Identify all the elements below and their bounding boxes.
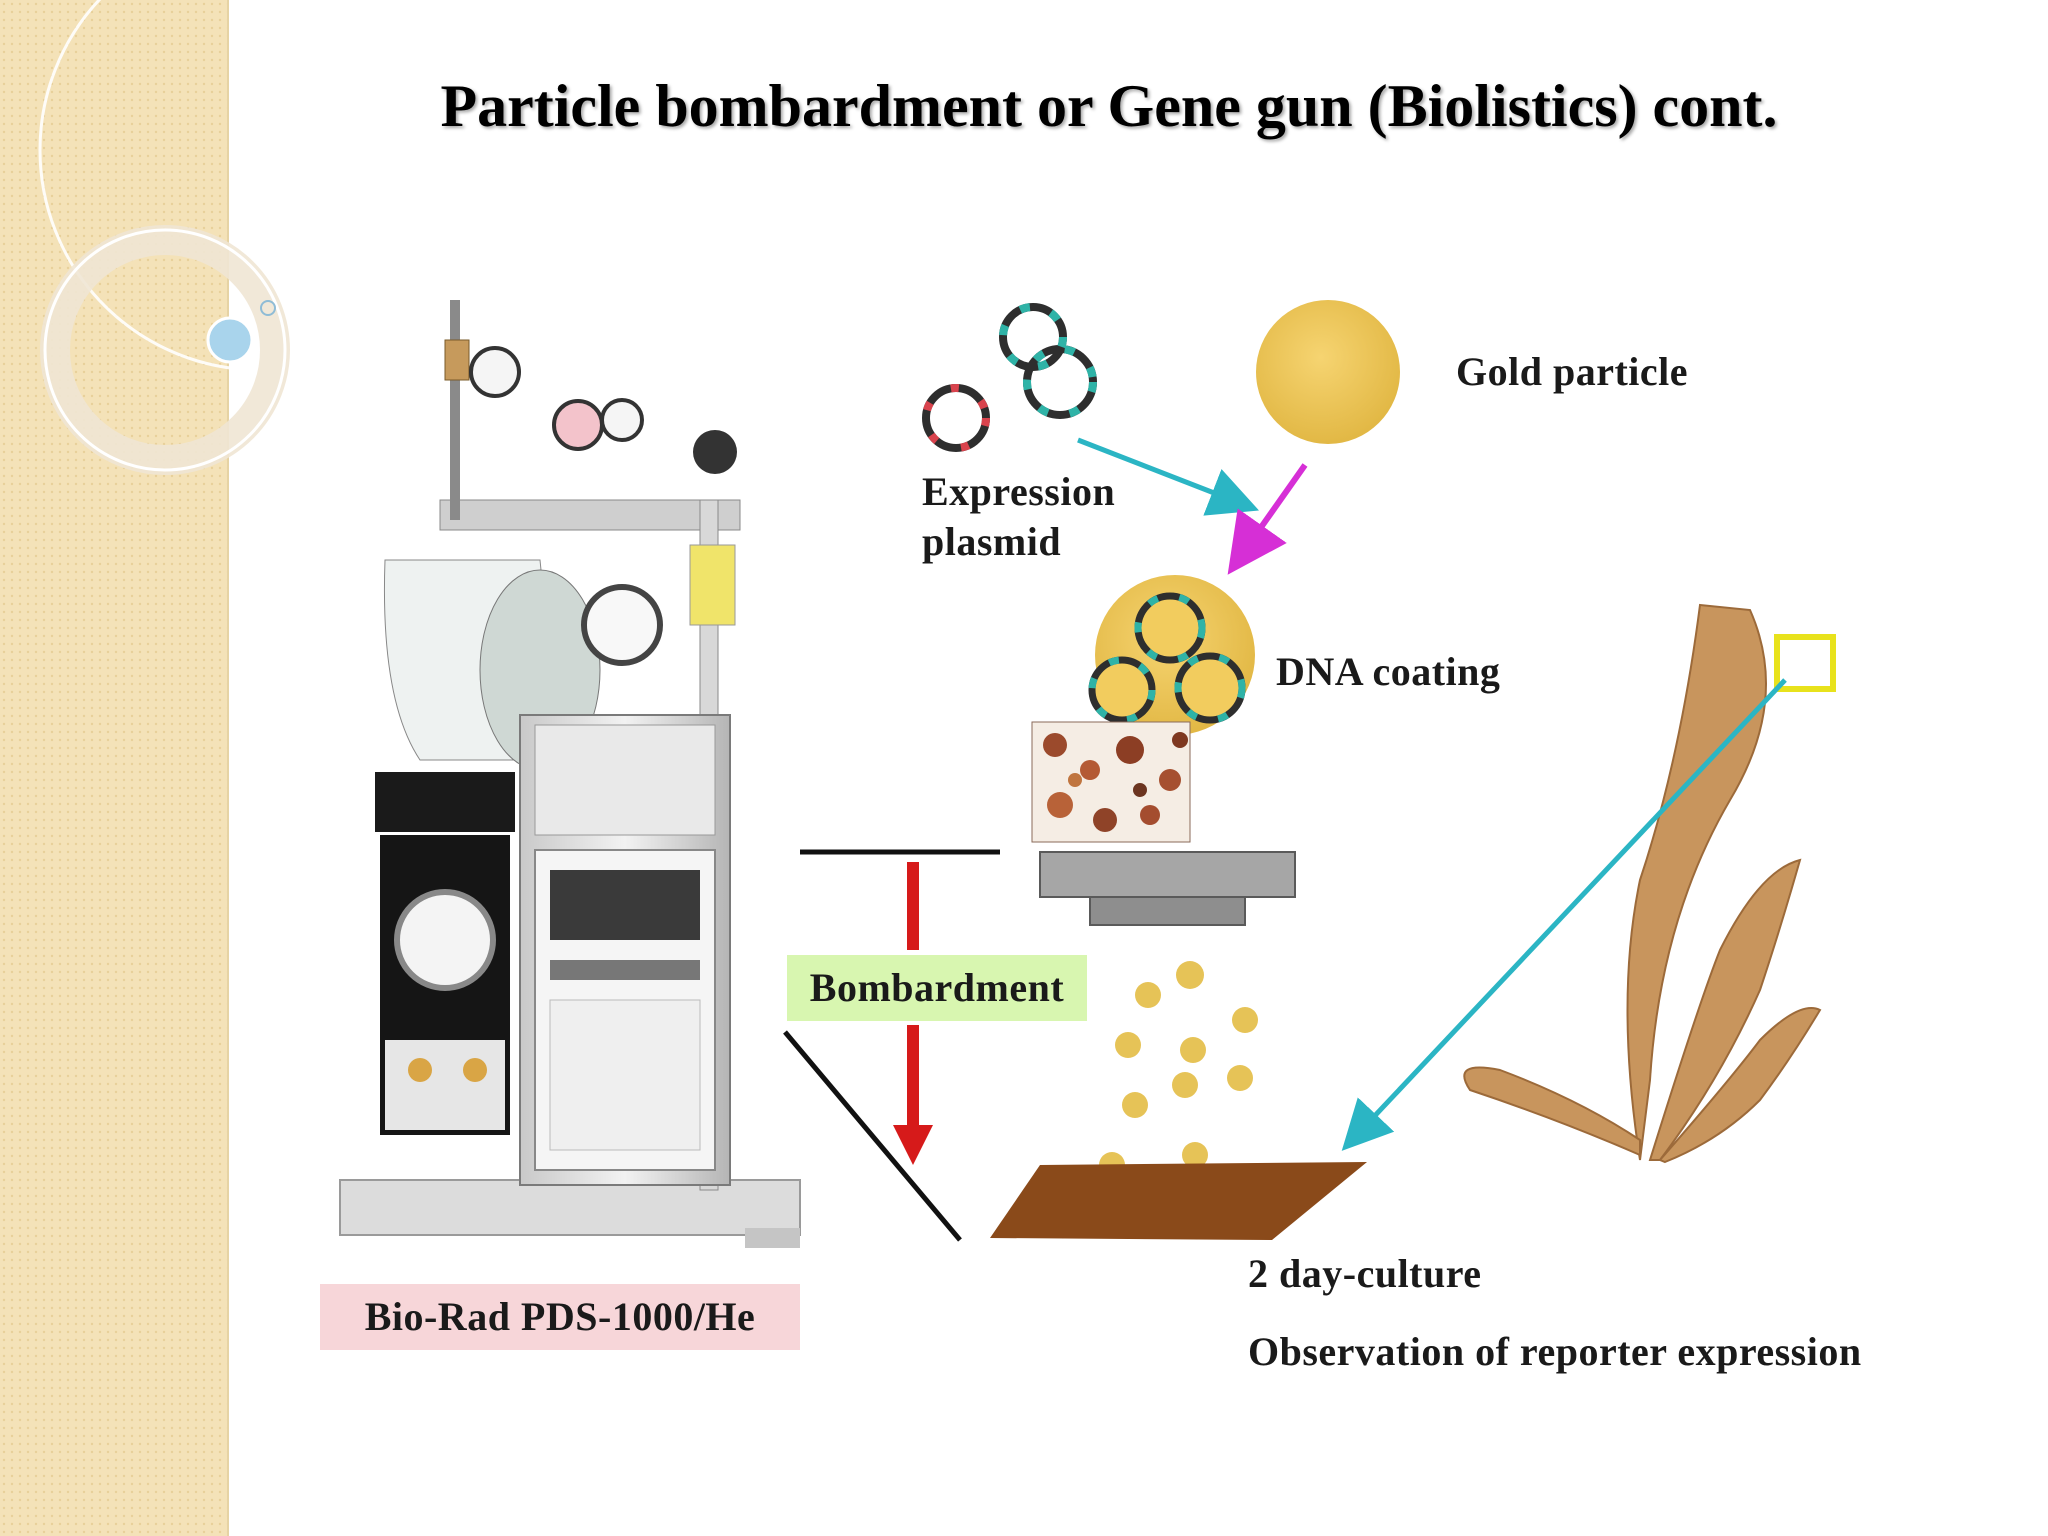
- target-tissue-icon: [990, 1162, 1367, 1240]
- expression-plasmid-icon: [922, 303, 1097, 452]
- expression-plasmid-label-line2: plasmid: [922, 519, 1062, 564]
- sample-region-box: [1774, 634, 1836, 692]
- slide-title: Particle bombardment or Gene gun (Biolis…: [440, 73, 1778, 139]
- dna-coating-label: DNA coating: [1276, 649, 1501, 694]
- sample-arrow: [1341, 678, 1787, 1151]
- bombardment-arrow-icon: [893, 862, 933, 1165]
- macrocarrier-icon: [1031, 721, 1191, 843]
- plasmid-arrow: [1077, 437, 1259, 516]
- device-label: Bio-Rad PDS-1000/He: [320, 1284, 800, 1350]
- observation-label: Observation of reporter expression: [1248, 1329, 1862, 1374]
- stopping-plate-icon: [1039, 851, 1296, 926]
- bombardment-label: Bombardment: [787, 955, 1087, 1021]
- biorad-device-illustration: [339, 300, 801, 1248]
- dna-coated-particle-icon: [1088, 575, 1255, 735]
- gold-arrow: [1227, 463, 1308, 575]
- flying-particles: [1099, 961, 1283, 1191]
- gold-particle-icon: [1256, 300, 1400, 444]
- sidebar-decoration: [0, 0, 482, 1536]
- gold-particle-label: Gold particle: [1456, 349, 1689, 394]
- expression-plasmid-label-line1: Expression: [922, 469, 1116, 514]
- accent-dot-icon: [206, 316, 254, 364]
- culture-label: 2 day-culture: [1248, 1251, 1482, 1296]
- bracket-diagonal: [783, 1030, 962, 1242]
- seaweed-icon: [1463, 603, 1822, 1164]
